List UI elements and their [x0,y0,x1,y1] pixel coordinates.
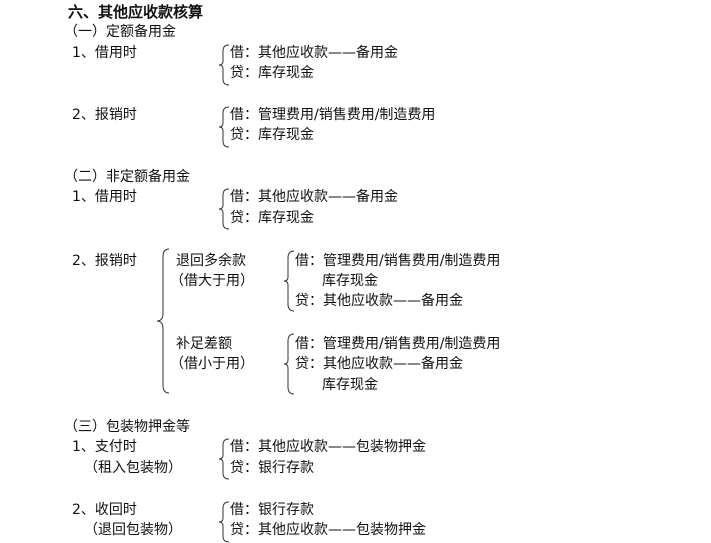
item-sublabel: （退回包装物） [84,522,182,538]
debit-entry-2: 库存现金 [322,273,378,289]
credit-entry: 贷：其他应收款——备用金 [295,293,463,309]
brace-icon [218,188,230,230]
document-title: 六、其他应收款核算 [68,3,204,21]
item-label: 2、报销时 [72,107,137,123]
debit-entry: 借：银行存款 [230,502,314,518]
item-label: 2、收回时 [72,502,137,518]
brace-icon [218,44,230,86]
case-name: 退回多余款 [176,253,246,269]
debit-entry: 借：管理费用/销售费用/制造费用 [295,336,501,352]
credit-entry-2: 库存现金 [322,377,378,393]
item-label: 1、支付时 [72,439,137,455]
section-heading: （三）包装物押金等 [64,419,190,435]
item-label: 1、借用时 [72,189,137,205]
case-note: （借大于用） [170,273,254,289]
debit-entry: 借：其他应收款——备用金 [230,189,398,205]
credit-entry: 贷：库存现金 [230,65,314,81]
case-name: 补足差额 [176,336,232,352]
debit-entry: 借：管理费用/销售费用/制造费用 [230,107,436,123]
credit-entry: 贷：其他应收款——备用金 [295,356,463,372]
brace-icon [218,438,230,480]
debit-entry: 借：其他应收款——包装物押金 [230,439,426,455]
case-note: （借小于用） [170,356,254,372]
brace-icon [283,333,295,395]
credit-entry: 贷：库存现金 [230,210,314,226]
section-heading: （二）非定额备用金 [64,169,190,185]
section-heading: （一）定额备用金 [64,24,176,40]
credit-entry: 贷：银行存款 [230,460,314,476]
brace-icon [283,250,295,312]
credit-entry: 贷：其他应收款——包装物押金 [230,522,426,538]
credit-entry: 贷：库存现金 [230,127,314,143]
brace-icon [218,106,230,148]
brace-icon [156,248,170,394]
debit-entry: 借：其他应收款——备用金 [230,45,398,61]
debit-entry: 借：管理费用/销售费用/制造费用 [295,253,501,269]
item-label: 2、报销时 [72,253,137,269]
item-sublabel: （租入包装物） [84,460,182,476]
brace-icon [218,501,230,543]
item-label: 1、借用时 [72,45,137,61]
